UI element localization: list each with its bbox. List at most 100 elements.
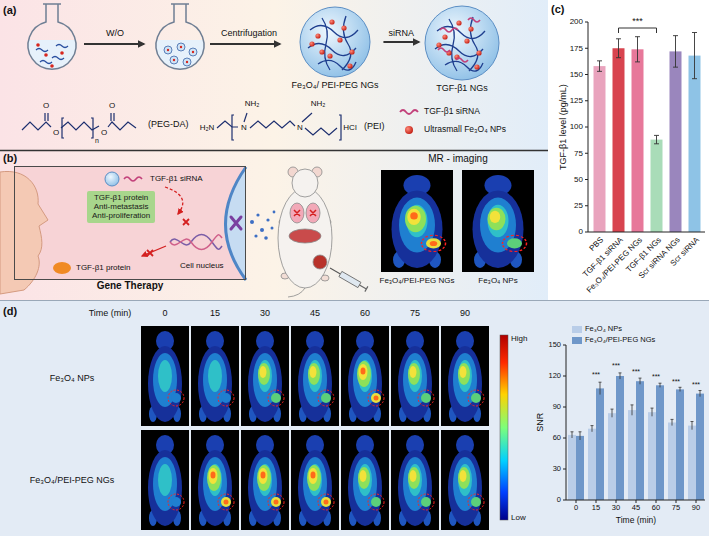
mri-image [141,430,189,530]
bar-chart [670,51,682,232]
axis-title: SNR [536,412,546,431]
snr-bar-chart [588,429,596,500]
axis-tick: 45 [632,504,640,513]
process-arrow [84,44,280,45]
time-label: 75 [410,308,420,318]
panel-ground [0,0,548,300]
mri-image [241,326,289,426]
section-title: MR - imaging [428,153,487,165]
mri-image [341,430,389,530]
panel-letter: (a) [3,4,16,17]
node-text: Anti-metastasis [92,202,150,211]
mri-image [191,430,239,530]
panel-letter: (c) [551,3,564,16]
legend-swatch [572,326,582,333]
repeat-index: n [95,137,99,145]
axis-tick: 120 [548,372,561,381]
flask-icon [28,4,76,69]
legend-text: Ultrasmall Fe₃O₄ NPs [424,125,506,135]
mri-image [191,326,239,426]
axis-tick: 90 [692,504,700,513]
nanogel-sphere [300,7,370,77]
flask-icon [36,45,68,64]
legend-text: Fe₃O₄/PEI-PEG NGs [585,336,655,345]
snr-bar-chart [696,394,704,500]
axis-tick: 30 [612,504,620,513]
significance-mark: *** [632,16,643,26]
category-label: TGF-β1 siRNA [581,236,625,280]
flask-icon [189,48,197,56]
legend-entry: Fe₃O₄ NPs [585,325,622,334]
image-caption: Fe₃O₄ NPs [478,276,517,285]
row-label: Fe₃O₄ NPs [50,373,94,383]
panel-ground [0,300,709,301]
nanogel-node: TGF-β1 NGs [421,5,503,93]
image-caption: Fe₃O₄/PEI-PEG NGs [380,276,455,285]
flask-icon [156,4,204,69]
row-label: Fe₃O₄/PEI-PEG NGs [30,475,114,485]
chemical-structure [232,115,341,140]
time-label: 15 [210,308,220,318]
gene-therapy-scene [165,187,183,214]
time-label: 30 [260,308,270,318]
time-label: 45 [310,308,320,318]
significance-mark: *** [692,381,700,389]
chemical-structure [111,113,114,121]
snr-bar-chart [688,426,696,500]
axis-tick: 0 [557,496,561,505]
time-label: 60 [360,308,370,318]
gene-therapy-scene [142,246,166,256]
legend-text: Fe₃O₄ NPs [585,325,622,334]
scene-label: TGF-β1 siRNA [150,174,203,183]
spray-dots [256,213,259,216]
significance-mark: *** [632,368,640,376]
axis-tick: 200 [570,17,583,26]
axis-tick: 25 [574,201,583,210]
time-label: 0 [162,308,167,318]
mri-image [441,430,489,530]
axis-tick: 25 [574,201,583,210]
step-label: Centrifugation [221,28,277,38]
time-label: 30 [260,308,270,318]
image-caption: Fe₃O₄/PEI-PEG NGs [380,276,455,285]
spray-dots [250,220,254,224]
axis-tick: 125 [570,96,583,105]
axis-title: Time (min) [616,516,656,526]
flask-icon [186,61,188,63]
spray-dots [266,218,269,221]
chemical-structure [244,113,247,122]
axis-tick: 75 [574,149,583,158]
spray-dots [260,228,264,232]
mouse-illustration [330,268,340,274]
flask-icon [164,46,172,54]
bar-chart [651,140,663,232]
flask-icon [36,43,40,47]
snr-bar-chart [668,423,676,501]
chemical-structure [22,122,51,130]
flask-icon [50,64,54,68]
atom-label: O [43,101,49,110]
mouse-illustration [339,271,361,287]
mouse-illustration [294,210,316,216]
category-label: PBS [588,236,606,254]
significance-mark: *** [652,373,660,381]
polymer-name: (PEG-DA) [148,119,189,129]
nanogel-sphere [308,16,358,70]
color-scale-bar [500,335,508,520]
text-line: Gene Therapy [15,280,245,292]
scene-box: Gene TherapyTGF-β1 proteinAnti-metastasi… [14,166,246,280]
color-scale-bar [500,335,508,520]
chemical-structure [250,121,295,128]
chemical-structure [62,118,93,138]
axis-tick: 0 [579,227,583,236]
text-line: Fe₃O₄/ PEI-PEG NGs [289,80,382,90]
gene-therapy-scene [14,166,246,280]
flask-icon [173,59,175,61]
legend-entry: Fe₃O₄/PEI-PEG NGs [585,336,655,345]
axis-tick: 0 [557,496,561,505]
node-text: TGF-β1 protein [92,193,150,202]
axis-tick: 150 [570,70,583,79]
atom-label: O [53,128,59,137]
